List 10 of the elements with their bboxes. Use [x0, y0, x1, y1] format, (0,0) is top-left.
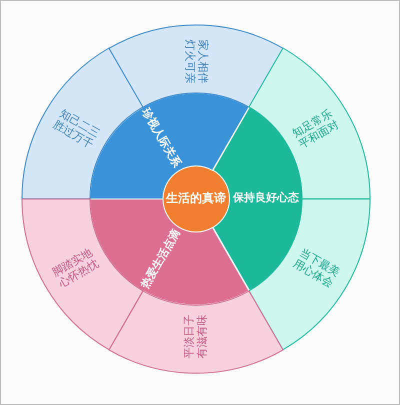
sector-label: 家人相伴灯火可亲	[183, 38, 209, 86]
sector-label: 保持良好心态	[233, 192, 299, 206]
sector-label: 珍视人际关系	[139, 106, 183, 170]
sector-label: 当下最美用心体会	[289, 245, 342, 292]
center-label: 生活的真谛	[166, 192, 226, 206]
sector-label: 平淡日子有滋有味	[183, 314, 209, 362]
sector-label: 知己二三胜过万千	[50, 107, 103, 154]
sector-label: 脚踏实地心怀热忱	[50, 245, 103, 292]
sector-label: 知足常乐平和面对	[289, 107, 342, 154]
sector-label: 热爱生活点滴	[139, 228, 183, 292]
